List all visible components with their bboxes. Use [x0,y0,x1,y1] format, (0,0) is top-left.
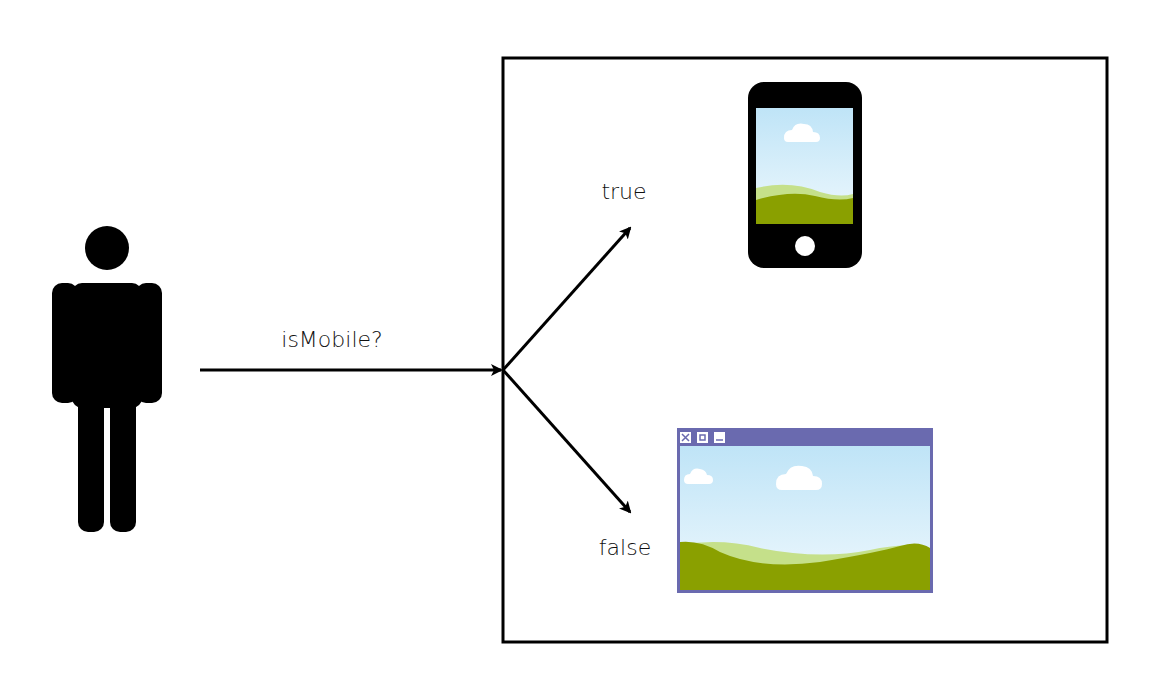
condition-label: isMobile? [278,327,385,353]
person-icon [52,226,162,532]
system-box [503,58,1107,642]
true-arrow [503,228,630,370]
branch-label: true [598,179,649,205]
phone-icon [748,82,862,268]
false-arrow [503,370,630,512]
desktop-window-icon [677,428,933,593]
request-arrow [200,369,501,372]
branch-label: false [596,535,654,561]
